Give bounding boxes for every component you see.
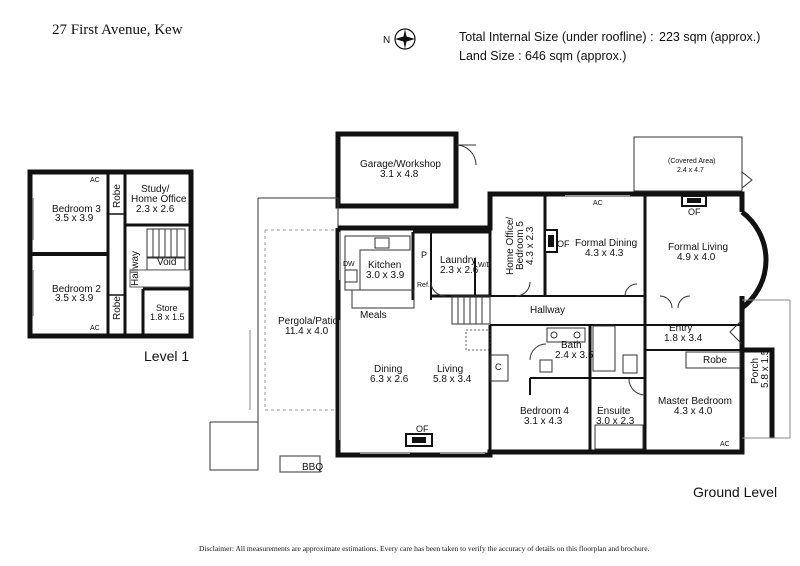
covered-area-dim: 2.4 x 4.7 (677, 167, 704, 174)
disclaimer: Disclaimer: All measurements are approxi… (199, 544, 650, 553)
bedroom4-name: Bedroom 4 (520, 406, 569, 417)
study-name-1: Study/ (141, 184, 170, 195)
formal-dining-name: Formal Dining (575, 238, 637, 249)
ac-tag-dining: AC (593, 200, 603, 207)
wd-tag: W/D (478, 262, 492, 269)
master-name: Master Bedroom (658, 396, 732, 407)
ground-level-plan: Garage/Workshop 3.1 x 4.8 (Covered Area)… (209, 131, 791, 473)
living-name: Living (437, 364, 463, 375)
bedroom2-name: Bedroom 2 (52, 284, 101, 295)
of-tag-living: OF (416, 424, 429, 434)
pantry-tag: P (421, 250, 427, 260)
meals-label: Meals (360, 310, 387, 321)
ac-level1-bottom: AC (90, 325, 100, 332)
ac-tag-master: AC (720, 441, 730, 448)
study-name-2: Home Office (131, 194, 187, 205)
robe-level1-top: Robe (112, 184, 123, 208)
bath-name: Bath (561, 340, 582, 351)
entry-dim: 1.8 x 3.4 (664, 333, 703, 344)
ensuite-name: Ensuite (597, 406, 631, 417)
dw-tag: DW (343, 261, 355, 268)
ground-level-label: Ground Level (693, 484, 778, 500)
master-dim: 4.3 x 4.0 (674, 406, 713, 417)
office5-dim: 4.3 x 2.3 (525, 226, 536, 265)
study-dim: 2.3 x 2.6 (136, 204, 175, 215)
bbq-label: BBQ (302, 462, 323, 473)
land-size: Land Size : 646 sqm (approx.) (459, 49, 627, 63)
address: 27 First Avenue, Kew (52, 22, 183, 38)
dining-name: Dining (374, 364, 402, 375)
formal-living-dim: 4.9 x 4.0 (677, 252, 716, 263)
office5-name-1: Home Office/ (505, 217, 516, 275)
bedroom3-dim: 3.5 x 3.9 (55, 213, 94, 224)
bath-dim: 2.4 x 3.5 (555, 350, 594, 361)
hallway-ground: Hallway (530, 305, 565, 316)
pergola-name: Pergola/Patio (278, 316, 338, 327)
pergola-dim: 11.4 x 4.0 (285, 326, 329, 337)
living-dim: 5.8 x 3.4 (433, 374, 472, 385)
of-tag-dining: OF (557, 239, 570, 249)
covered-area-name: (Covered Area) (668, 158, 715, 165)
compass-letter: N (383, 35, 390, 46)
kitchen-dim: 3.0 x 3.9 (366, 270, 405, 281)
internal-size-value: 223 sqm (approx.) (659, 30, 761, 44)
ac-level1-top: AC (90, 177, 100, 184)
formal-living-name: Formal Living (668, 242, 728, 253)
compass-icon: N (383, 28, 416, 50)
store-dim: 1.8 x 1.5 (150, 312, 185, 322)
porch-dim: 5.8 x 1.5 (760, 349, 771, 388)
level-1-label: Level 1 (144, 348, 190, 364)
ref-tag: Ref. (417, 282, 430, 289)
cupboard-tag: C (495, 362, 502, 372)
void-label: Void (157, 257, 176, 268)
entry-name: Entry (669, 323, 692, 334)
store-name: Store (156, 303, 178, 313)
bedroom4-dim: 3.1 x 4.3 (524, 416, 563, 427)
dining-dim: 6.3 x 2.6 (370, 374, 409, 385)
laundry-name: Laundry (440, 255, 476, 266)
robe-master: Robe (703, 355, 727, 366)
garage-name: Garage/Workshop (360, 159, 441, 170)
office5-name-2: Bedroom 5 (515, 221, 526, 270)
kitchen-name: Kitchen (368, 260, 401, 271)
of-tag-formal-living: OF (688, 207, 701, 217)
level-1-plan: Bedroom 3 3.5 x 3.9 Bedroom 2 3.5 x 3.9 … (27, 169, 194, 339)
hallway-level1: Hallway (130, 251, 141, 286)
ensuite-dim: 3.0 x 2.3 (596, 416, 635, 427)
formal-dining-dim: 4.3 x 4.3 (585, 248, 624, 259)
internal-size-label: Total Internal Size (under roofline) : (459, 30, 654, 44)
robe-level1-bottom: Robe (112, 296, 123, 320)
laundry-dim: 2.3 x 2.6 (440, 265, 479, 276)
bedroom2-dim: 3.5 x 3.9 (55, 293, 94, 304)
bedroom3-name: Bedroom 3 (52, 204, 101, 215)
porch-name: Porch (750, 358, 761, 384)
garage-dim: 3.1 x 4.8 (380, 169, 419, 180)
